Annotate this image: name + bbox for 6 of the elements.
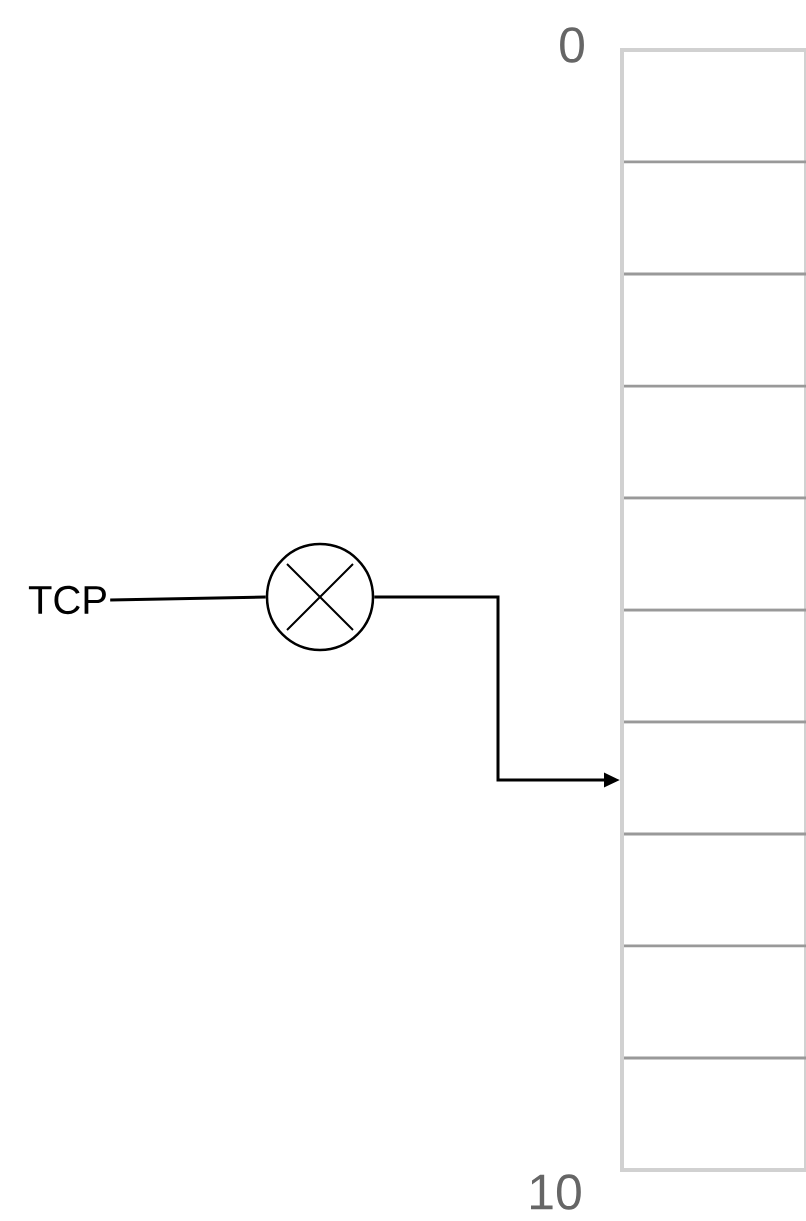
scale-value: 10 bbox=[531, 1174, 581, 1210]
scale-value: 0 bbox=[560, 27, 584, 63]
connector-line bbox=[110, 595, 266, 602]
signal-label: TCP bbox=[28, 585, 106, 615]
multiplier-circle bbox=[265, 542, 375, 652]
scale-column bbox=[620, 48, 806, 1172]
